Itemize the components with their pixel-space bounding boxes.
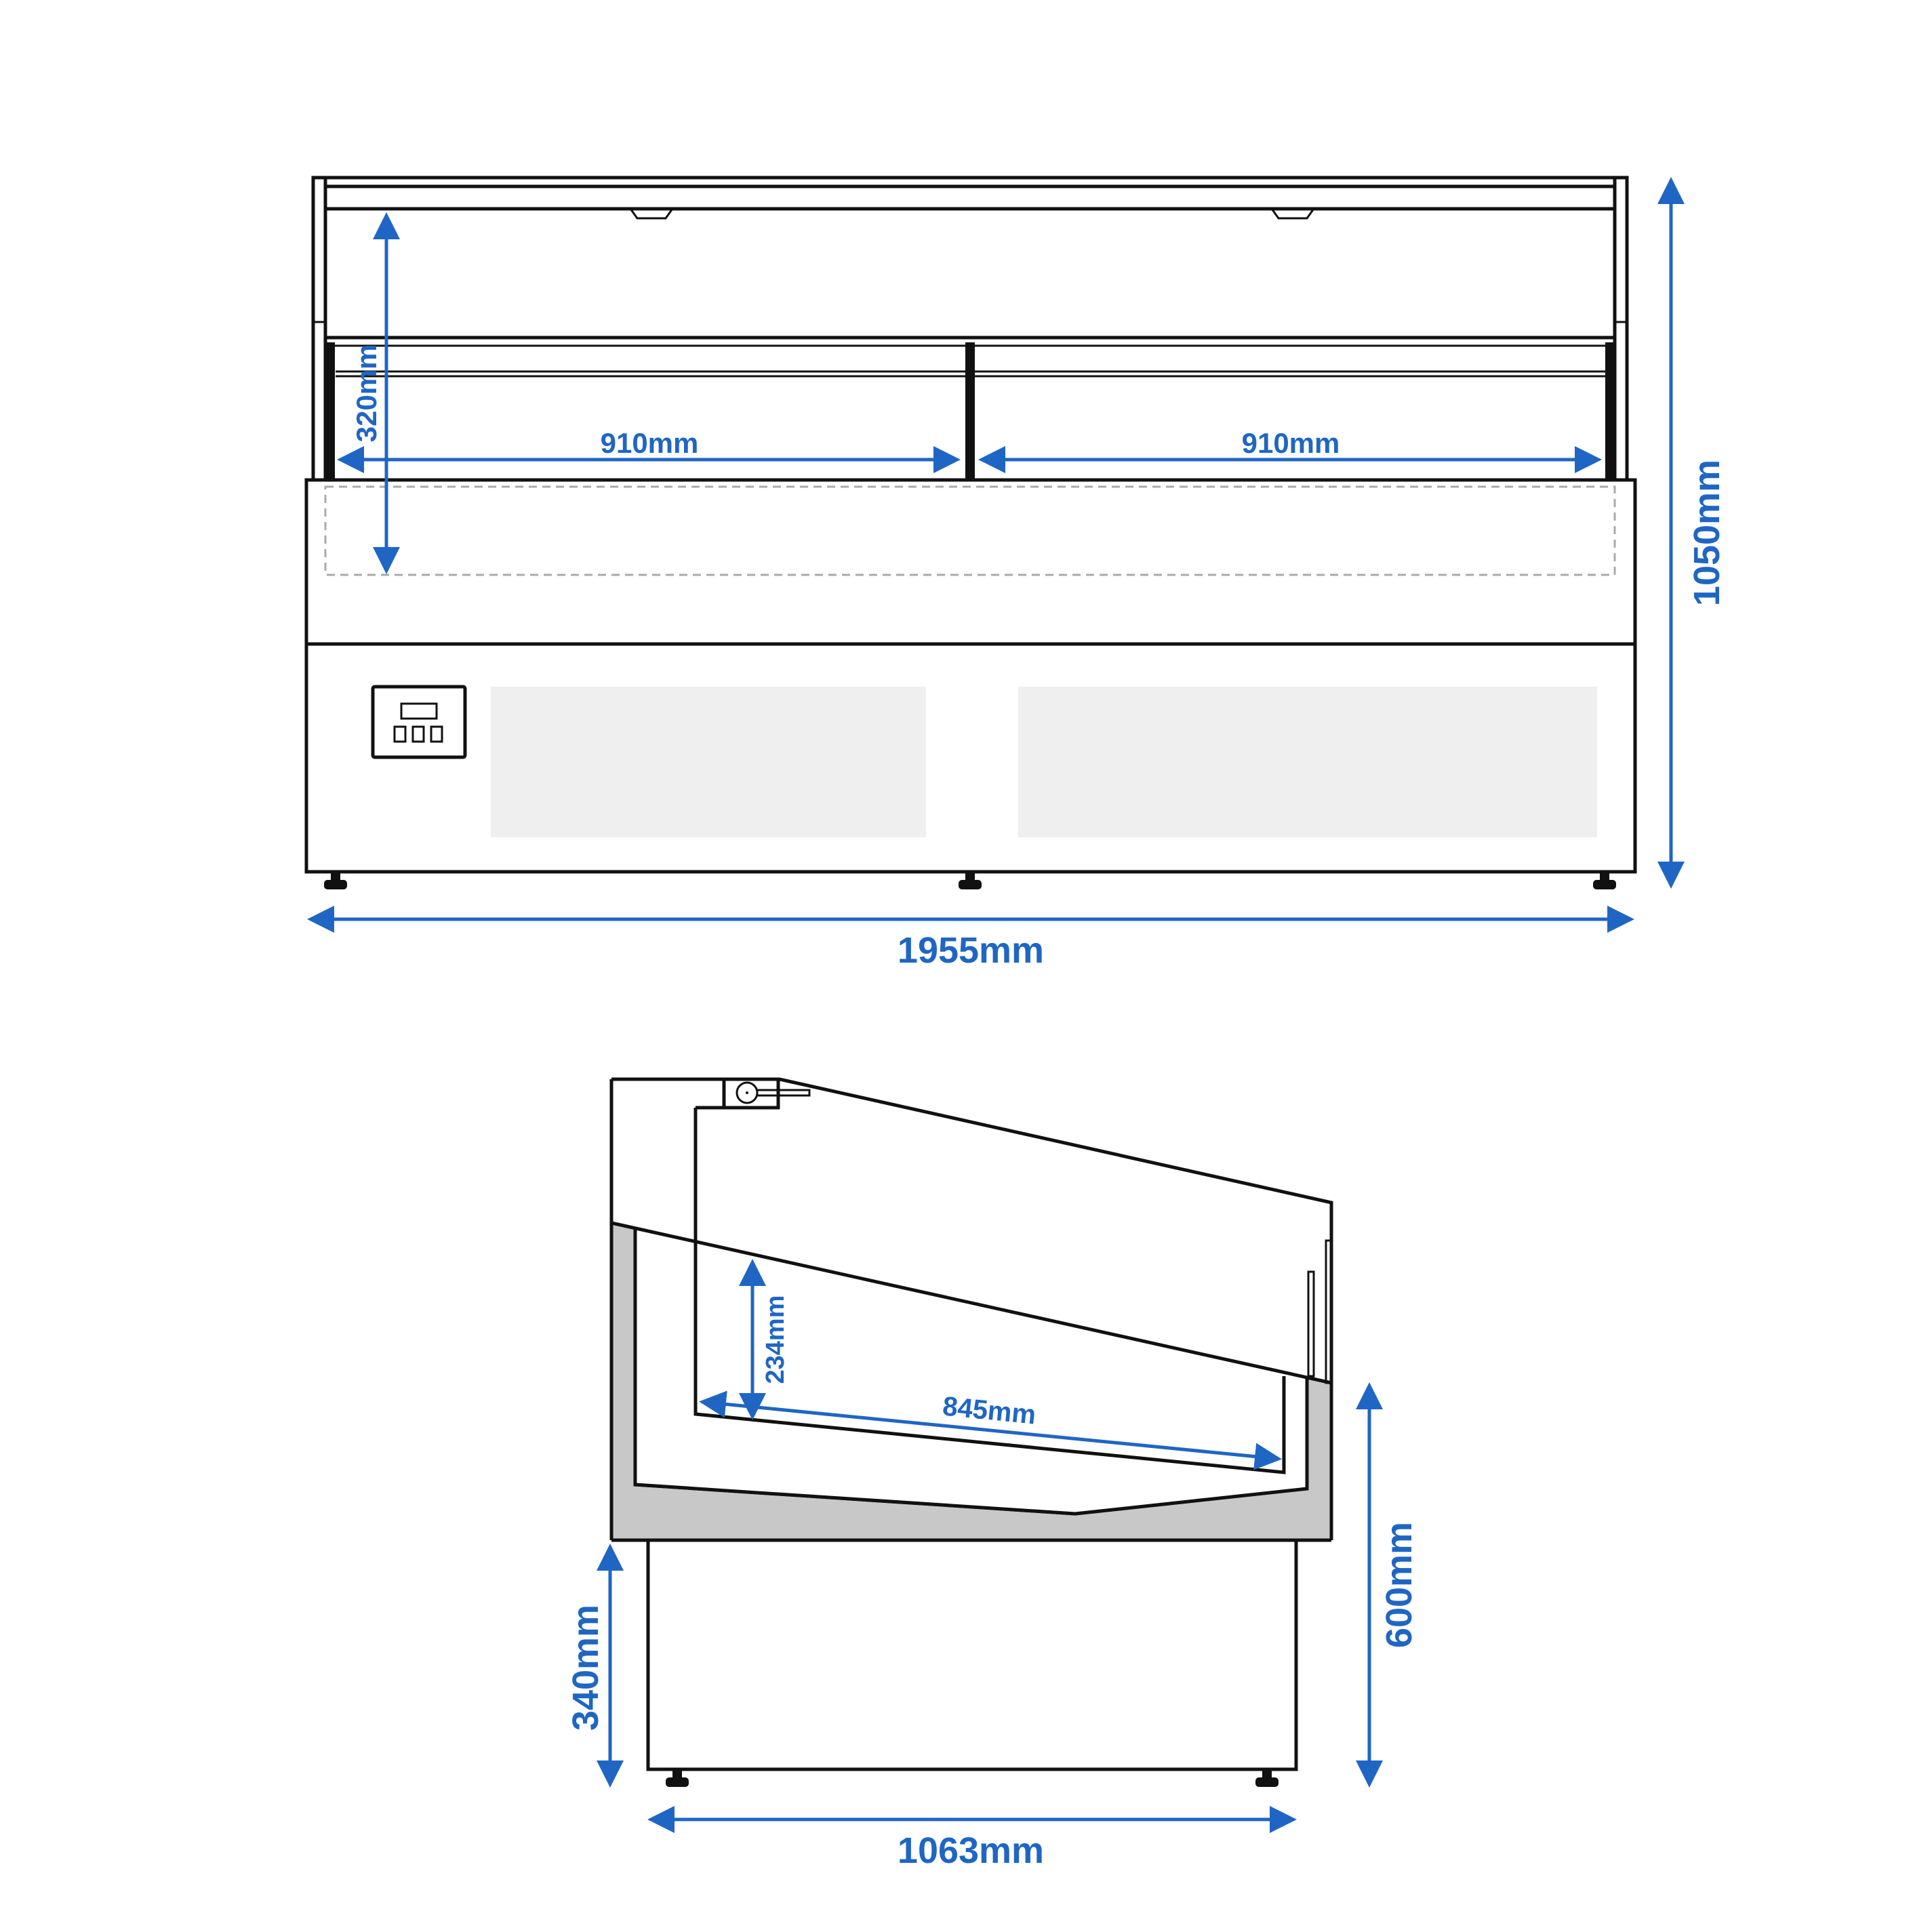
front-glass-inner: [1307, 1270, 1315, 1377]
dim-line-inner-depth: [699, 1390, 1282, 1470]
dim-label-compartment-depth: 320mm: [350, 344, 382, 443]
front-view: 320mm 910mm 910mm 1955mm 1050mm: [304, 176, 1727, 971]
divider-left: [325, 342, 335, 481]
dim-label-compartment-right: 910mm: [1242, 427, 1340, 459]
control-panel: [371, 685, 467, 759]
front-feet: [324, 872, 1616, 889]
dim-label-base-height: 340mm: [565, 1605, 606, 1731]
controller-button-2: [411, 725, 425, 743]
insulation-body: [611, 1223, 1331, 1540]
dim-label-compartment-left: 910mm: [601, 427, 699, 459]
side-feet: [666, 1769, 1279, 1787]
controller-button-1: [393, 725, 407, 743]
dim-label-total-width: 1955mm: [898, 930, 1044, 971]
light-clip-left: [629, 208, 674, 220]
dim-label-counter-height: 600mm: [1379, 1522, 1420, 1648]
light-housing: [722, 1077, 780, 1110]
sloped-glass-lower: [611, 1221, 1332, 1385]
inner-tray: [633, 1228, 1309, 1516]
counter-upper-body: [304, 478, 1637, 646]
base-cabinet: [646, 1538, 1298, 1771]
dim-label-inner-height: 234mm: [761, 1295, 790, 1384]
front-panel-left: [491, 687, 926, 837]
light-lamp-icon: [736, 1081, 759, 1104]
controller-box: [371, 685, 467, 759]
side-view: 234mm 845mm 600mm 340mm 1063mm: [565, 1077, 1420, 1871]
dim-label-total-depth: 1063mm: [898, 1830, 1044, 1871]
front-panel-right: [1018, 687, 1597, 837]
divider-center: [965, 342, 975, 481]
controller-button-3: [430, 725, 443, 743]
light-bracket: [757, 1089, 811, 1097]
controller-display: [400, 702, 438, 720]
inner-tray-outline: [324, 485, 1616, 576]
front-glass-outer: [1325, 1239, 1333, 1384]
dim-label-total-height: 1050mm: [1687, 460, 1727, 606]
light-clip-right: [1270, 208, 1315, 220]
divider-right: [1605, 342, 1615, 481]
